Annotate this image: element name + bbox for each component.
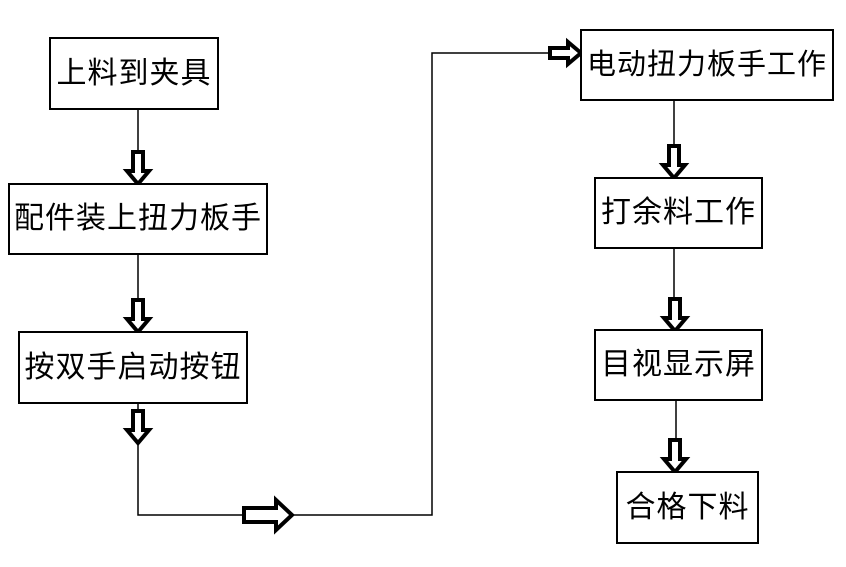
flow-step-label: 配件装上扭力板手	[14, 202, 262, 235]
flow-step-label: 按双手启动按钮	[24, 350, 242, 384]
down-arrow-icon	[658, 144, 690, 182]
down-arrow-icon	[122, 409, 154, 447]
flow-step-label: 打余料工作	[601, 196, 756, 229]
flow-step-label: 目视显示屏	[601, 348, 756, 381]
flow-step-load-to-fixture: 上料到夹具	[49, 37, 219, 110]
flow-step-mount-parts-on-torque-wrench: 配件装上扭力板手	[8, 183, 268, 255]
flow-step-trim-excess-material: 打余料工作	[594, 177, 763, 249]
flow-step-visual-check-display: 目视显示屏	[594, 329, 763, 401]
down-arrow-icon	[122, 298, 154, 336]
down-arrow-icon	[122, 150, 154, 188]
down-arrow-icon	[659, 297, 691, 335]
connector-line-step3-step4	[137, 52, 550, 516]
right-arrow-icon	[242, 495, 295, 535]
flow-step-label: 合格下料	[625, 490, 750, 524]
flow-step-label: 电动扭力板手工作	[586, 48, 827, 81]
right-arrow-icon	[548, 37, 585, 69]
flow-step-label: 上料到夹具	[56, 56, 212, 90]
down-arrow-icon	[659, 438, 691, 476]
flow-step-qualified-unload: 合格下料	[616, 471, 759, 544]
flow-step-electric-torque-wrench-operates: 电动扭力板手工作	[580, 29, 834, 101]
flow-step-press-two-hand-start-button: 按双手启动按钮	[18, 331, 248, 404]
